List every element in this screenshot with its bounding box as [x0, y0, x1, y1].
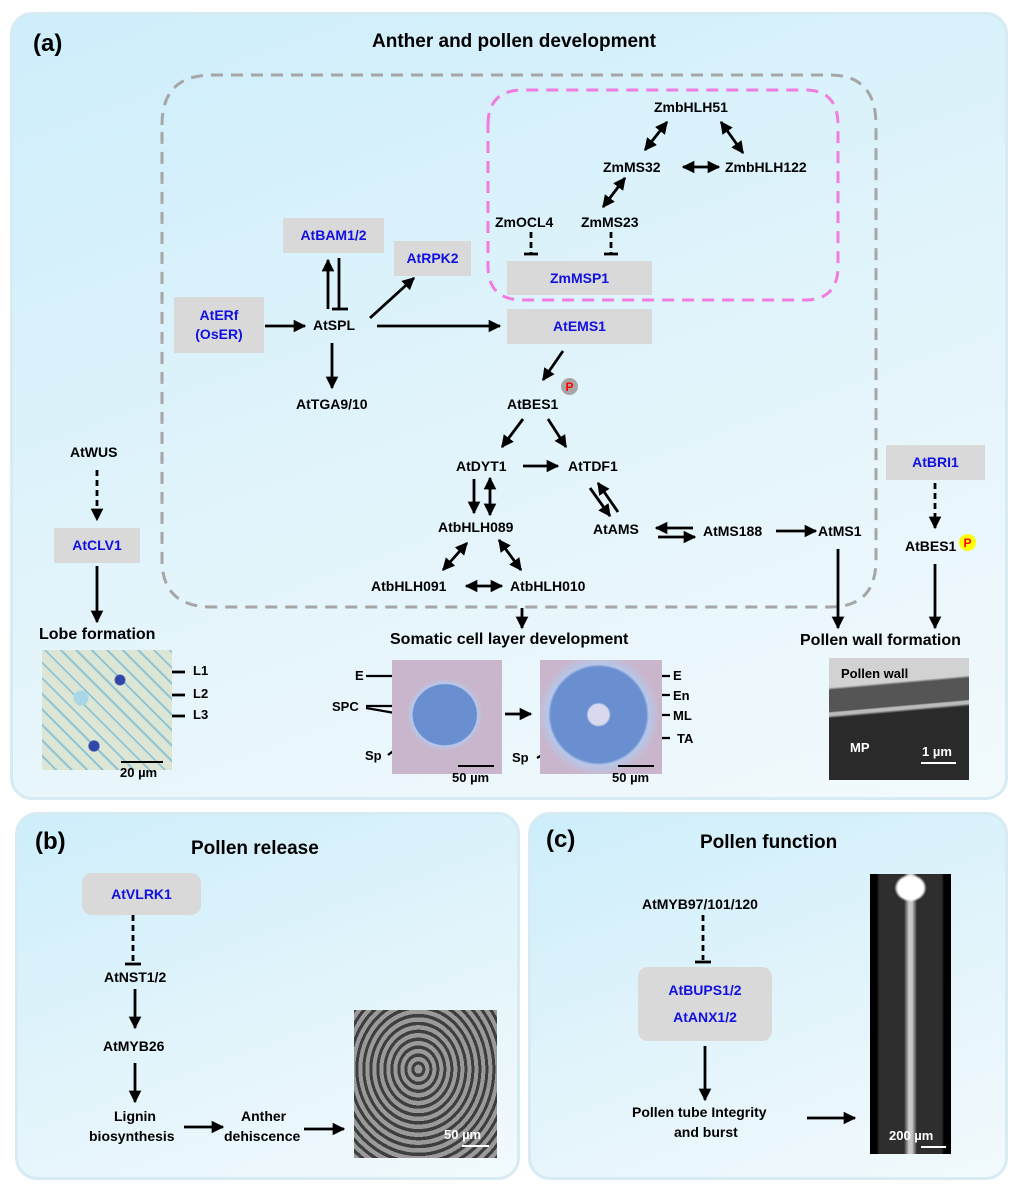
node-tube-line1: Pollen tube Integrity [632, 1104, 767, 1120]
node-anther-line1: Anther [241, 1108, 287, 1124]
somatic-left-label-e: E [355, 668, 364, 683]
pollen-release-micrograph [354, 1010, 497, 1158]
node-atams: AtAMS [593, 521, 639, 537]
node-tube-line2: and burst [674, 1124, 738, 1140]
pollen-release-scale-bar [462, 1145, 489, 1147]
node-atvlrk1: AtVLRK1 [82, 873, 201, 915]
node-zmbhlh51: ZmbHLH51 [654, 99, 728, 115]
pollen-wall-label: Pollen wall [841, 666, 909, 681]
node-atspl: AtSPL [313, 317, 355, 333]
node-atanx-label: AtANX1/2 [673, 1009, 737, 1025]
node-atbam: AtBAM1/2 [283, 218, 384, 253]
node-atbhlh010: AtbHLH010 [510, 578, 586, 594]
node-lignin-line1: Lignin [114, 1108, 156, 1124]
node-atbhlh091: AtbHLH091 [371, 578, 447, 594]
somatic-title: Somatic cell layer development [390, 631, 629, 648]
node-atvlrk1-label: AtVLRK1 [111, 885, 172, 902]
node-atbri1: AtBRI1 [886, 445, 985, 480]
panel-a-label: (a) [33, 30, 63, 57]
node-attdf1: AtTDF1 [568, 458, 618, 474]
node-atclv1: AtCLV1 [54, 528, 140, 563]
node-zmms32: ZmMS32 [603, 159, 661, 175]
node-atems1-label: AtEMS1 [553, 318, 606, 335]
node-lignin-line2: biosynthesis [89, 1128, 175, 1144]
node-zmmsp1-label: ZmMSP1 [549, 269, 610, 286]
node-zmms23: ZmMS23 [581, 214, 639, 230]
node-atbri1-label: AtBRI1 [912, 454, 959, 471]
somatic-right-label-e: E [673, 668, 682, 683]
panel-c-label: (c) [546, 826, 576, 853]
node-zmmsp1: ZmMSP1 [507, 261, 652, 295]
somatic-left-scale-bar [458, 765, 494, 767]
lobe-micrograph [42, 650, 172, 770]
node-oser-label: (OsER) [195, 326, 243, 342]
node-atmyb26: AtMYB26 [103, 1038, 165, 1054]
pollen-wall-mp-label: MP [850, 740, 870, 755]
node-zmbhlh122: ZmbHLH122 [725, 159, 807, 175]
phospho-badge-right: P [959, 534, 976, 551]
node-atmyb: AtMYB97/101/120 [642, 896, 758, 912]
lobe-scale-label: 20 µm [120, 765, 158, 780]
panel-c-title: Pollen function [700, 832, 838, 853]
node-atems1: AtEMS1 [507, 309, 652, 344]
node-atrpk2: AtRPK2 [394, 241, 471, 276]
node-attga: AtTGA9/10 [296, 396, 368, 412]
pollen-wall-scale: 1 µm [922, 744, 952, 759]
pollen-function-scale: 200 µm [889, 1128, 934, 1143]
somatic-right-scale-bar [618, 765, 654, 767]
node-atbam-label: AtBAM1/2 [300, 227, 367, 244]
node-atbes1-right: AtBES1 [905, 538, 957, 554]
somatic-right-label-ta: TA [677, 731, 694, 746]
node-atbups-atanx: AtBUPS1/2 AtANX1/2 [638, 967, 772, 1041]
node-zmocl4: ZmOCL4 [495, 214, 554, 230]
node-atwus: AtWUS [70, 444, 118, 460]
pollen-release-scale: 50 µm [444, 1127, 482, 1142]
node-aterf: AtERf (OsER) [174, 297, 264, 353]
somatic-left-scale: 50 µm [452, 770, 490, 785]
somatic-right-label-ml: ML [673, 708, 692, 723]
node-atbhlh089: AtbHLH089 [438, 519, 514, 535]
node-atms188: AtMS188 [703, 523, 763, 539]
panel-b-title: Pollen release [191, 838, 319, 859]
pollen-wall-scale-bar [921, 762, 956, 764]
node-atclv1-label: AtCLV1 [72, 537, 122, 554]
panel-a-title: Anther and pollen development [372, 31, 656, 52]
somatic-right-label-en: En [673, 688, 690, 703]
somatic-right-scale: 50 µm [612, 770, 650, 785]
node-atnst: AtNST1/2 [104, 969, 167, 985]
lobe-label-l2: L2 [193, 686, 209, 701]
node-atbups-label: AtBUPS1/2 [668, 982, 742, 999]
node-atbes1: AtBES1 [507, 396, 559, 412]
phospho-badge-center: P [561, 378, 578, 395]
somatic-right-label-sp: Sp [512, 750, 529, 765]
pollen-function-micrograph [870, 874, 951, 1154]
panel-b-label: (b) [35, 828, 66, 855]
lobe-scale-bar [121, 761, 163, 763]
pollen-wall-micrograph [829, 658, 969, 780]
pollen-wall-title: Pollen wall formation [800, 632, 961, 649]
lobe-label-l1: L1 [193, 663, 209, 678]
somatic-micrograph-late [540, 660, 662, 774]
node-anther-line2: dehiscence [224, 1128, 301, 1144]
node-aterf-label: AtERf [199, 307, 239, 324]
somatic-left-label-sp: Sp [365, 748, 382, 763]
pollen-function-scale-bar [921, 1146, 946, 1148]
lobe-formation-title: Lobe formation [39, 626, 156, 643]
node-atdyt1: AtDYT1 [456, 458, 507, 474]
node-atrpk2-label: AtRPK2 [406, 250, 459, 267]
node-atms1: AtMS1 [818, 523, 862, 539]
lobe-label-l3: L3 [193, 707, 209, 722]
somatic-micrograph-early [392, 660, 502, 774]
somatic-left-label-spc: SPC [332, 699, 359, 714]
